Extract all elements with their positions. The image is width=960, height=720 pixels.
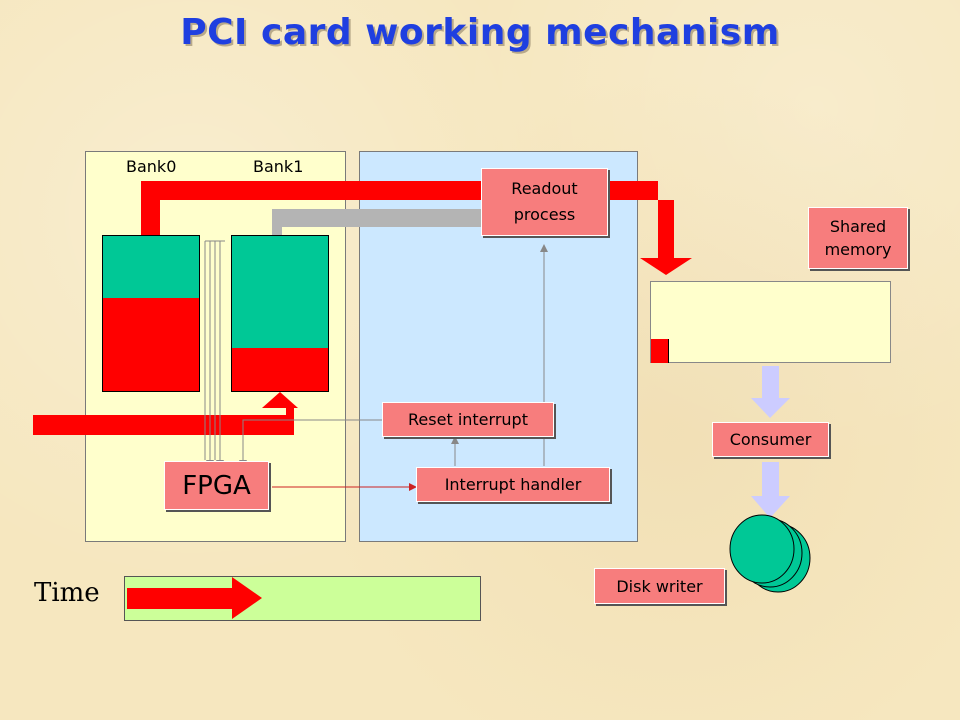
shared-memory-line2: memory (824, 240, 892, 259)
bank1-filled (232, 348, 328, 391)
bank0-filled (103, 298, 199, 391)
bank1 (231, 235, 329, 392)
bank1-label: Bank1 (253, 157, 304, 176)
shared-memory-fill (651, 339, 669, 363)
bank0 (102, 235, 200, 392)
shared-memory-line1: Shared (829, 216, 887, 236)
red-readout-path (141, 181, 692, 275)
time-label: Time (34, 578, 100, 608)
interrupt-handler-label: Interrupt handler (416, 467, 610, 502)
fpga-label: FPGA (164, 461, 269, 510)
incoming-data-arrow (33, 392, 298, 435)
reset-interrupt-label: Reset interrupt (382, 402, 554, 437)
page-title: PCI card working mechanism (180, 12, 780, 53)
shared-memory-buffer (650, 281, 891, 363)
readout-line1: Readout (511, 179, 578, 199)
bank0-label: Bank0 (126, 157, 177, 176)
disk-flow-arrow (751, 462, 790, 518)
bank-to-fpga-lines (204, 240, 225, 460)
readout-process-label: Readout process (481, 168, 608, 236)
shared-memory-label: Shared memory (808, 207, 908, 269)
disk-stack (729, 514, 811, 593)
consumer-label: Consumer (712, 422, 829, 457)
time-arrow (127, 577, 262, 619)
consumer-flow-arrow (751, 366, 790, 418)
disk-writer-label: Disk writer (594, 568, 725, 604)
readout-line2: process (513, 205, 576, 224)
gray-readout-path (272, 209, 490, 235)
